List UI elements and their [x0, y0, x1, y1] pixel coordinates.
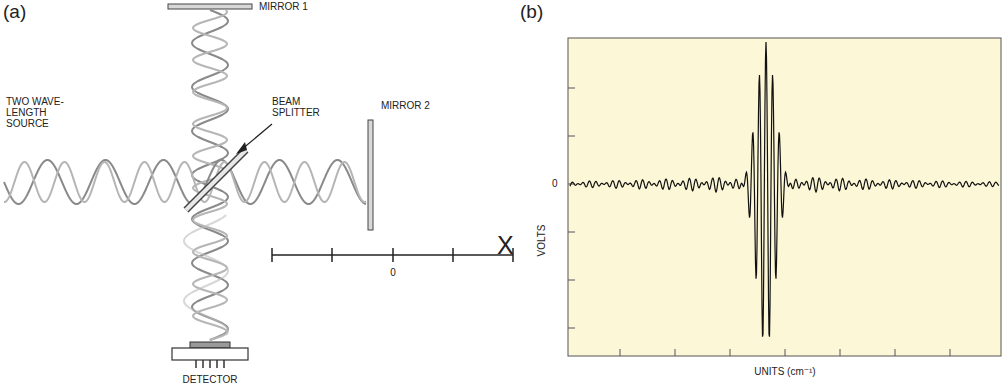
horizontal-wave-short	[4, 162, 366, 202]
axis-number: 0	[552, 178, 558, 189]
axis-title: UNITS (cm⁻¹)	[754, 366, 815, 377]
part-label: BEAM SPLITTER	[272, 96, 332, 118]
scale-tick	[392, 248, 394, 262]
part-label: MIRROR 1	[259, 1, 308, 12]
beam-splitter-glass	[186, 150, 246, 210]
mirror-one	[168, 4, 252, 9]
mirror-two	[368, 120, 373, 230]
horizontal-wave-long	[4, 160, 366, 204]
scale-number: 0	[390, 267, 396, 278]
source-label: TWO WAVE-LENGTH SOURCE	[6, 96, 68, 129]
beam-splitter-plate	[186, 150, 246, 210]
plot-area	[568, 38, 1001, 356]
interferogram-trace	[570, 42, 999, 337]
detector-body	[172, 348, 248, 360]
panel-letter: (b)	[520, 2, 543, 23]
scale-tick	[271, 248, 273, 262]
part-label: MIRROR 2	[381, 100, 430, 111]
scale-tick	[452, 248, 454, 262]
detector-element	[190, 342, 230, 348]
panel-letter: (a)	[3, 2, 26, 23]
axis-ticks	[568, 88, 950, 356]
faint-vertical-wave	[184, 215, 228, 335]
axis-symbol: X	[497, 232, 514, 260]
detector-pins	[196, 360, 224, 368]
scale-tick	[331, 248, 333, 262]
part-label: DETECTOR	[183, 374, 238, 385]
leader-arrowhead	[236, 142, 247, 154]
axis-title: VOLTS	[535, 224, 546, 256]
